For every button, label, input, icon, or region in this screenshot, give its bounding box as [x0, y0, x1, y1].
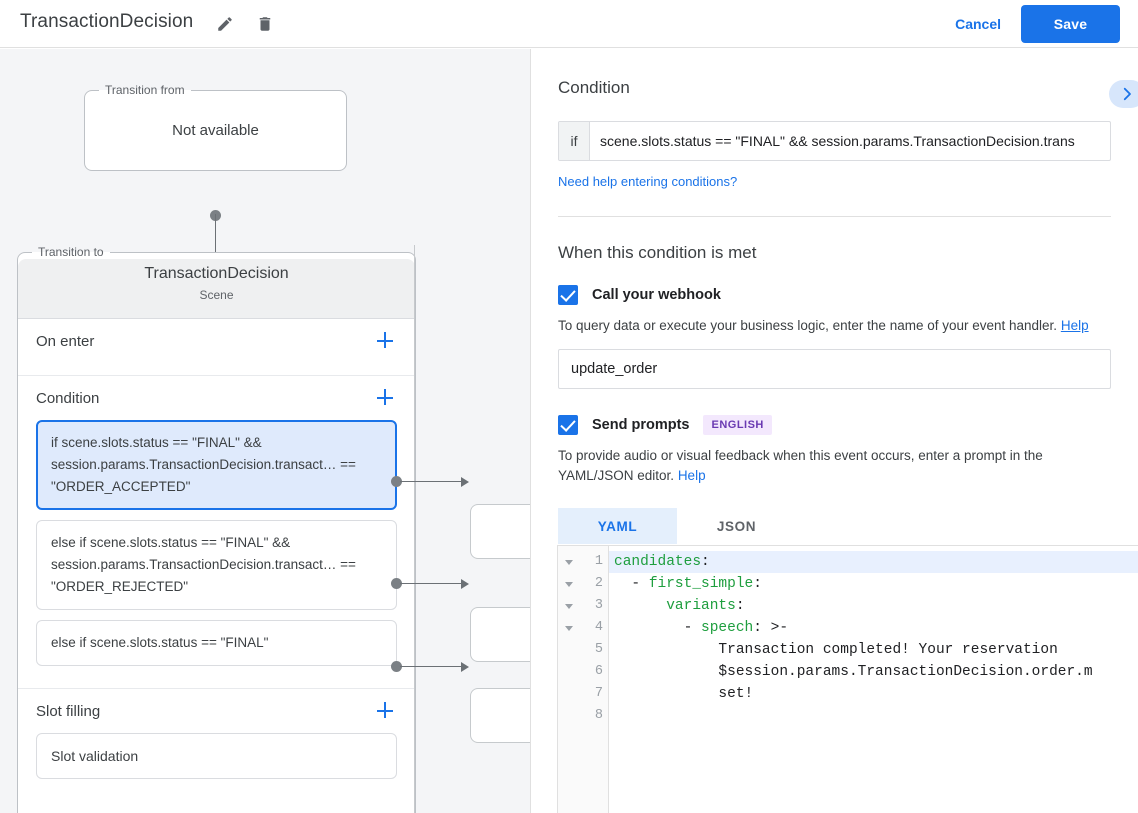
webhook-hint: To query data or execute your business l… — [558, 316, 1111, 336]
fold-toggle-icon[interactable] — [558, 573, 579, 595]
slot-filling-label: Slot filling — [36, 702, 101, 720]
prompts-hint-text: To provide audio or visual feedback when… — [558, 448, 1043, 483]
prompts-help-link[interactable]: Help — [677, 468, 706, 483]
webhook-hint-text: To query data or execute your business l… — [558, 318, 1058, 333]
language-badge: ENGLISH — [703, 415, 772, 435]
condition-help-link[interactable]: Need help entering conditions? — [558, 174, 738, 189]
transition-from-value: Not available — [172, 121, 259, 139]
when-met-heading: When this condition is met — [558, 243, 757, 262]
code-line[interactable]: - speech: >- — [614, 620, 789, 636]
condition-label: Condition — [36, 389, 100, 407]
prompts-hint: To provide audio or visual feedback when… — [558, 446, 1111, 486]
top-bar: TransactionDecision Cancel Save — [0, 0, 1138, 48]
section-condition: Condition if scene.slots.status == "FINA… — [18, 376, 415, 689]
line-number: 1 — [594, 554, 603, 569]
prompts-checkbox-row[interactable]: Send prompts ENGLISH — [558, 415, 1111, 435]
target-box[interactable] — [470, 688, 530, 743]
condition-heading: Condition — [558, 78, 630, 97]
cancel-button[interactable]: Cancel — [947, 12, 1009, 36]
connector-dot — [391, 578, 402, 589]
editor-line-numbers: 1 2 3 4 5 6 7 8 — [579, 546, 609, 813]
add-slot-filling-plus-icon[interactable] — [373, 699, 397, 723]
fold-toggle-icon[interactable] — [558, 595, 579, 617]
connector-line — [400, 666, 462, 667]
connector-arrow — [461, 477, 469, 487]
line-number: 6 — [594, 664, 603, 679]
fold-toggle-icon[interactable] — [558, 551, 579, 573]
connector-line — [400, 481, 462, 482]
webhook-help-link[interactable]: Help — [1060, 318, 1089, 333]
connector-line — [215, 214, 216, 266]
code-line[interactable]: - first_simple: — [614, 576, 762, 592]
editor-fold-gutter[interactable] — [558, 546, 579, 813]
connector-arrow — [461, 662, 469, 672]
condition-input-row[interactable]: if — [558, 121, 1111, 161]
condition-expression-input[interactable] — [590, 122, 1110, 160]
tab-yaml[interactable]: YAML — [558, 508, 677, 544]
code-line[interactable]: $session.params.TransactionDecision.orde… — [614, 664, 1093, 680]
line-number: 7 — [594, 686, 603, 701]
save-button[interactable]: Save — [1021, 5, 1120, 43]
tab-json[interactable]: JSON — [716, 518, 757, 534]
fold-toggle-icon — [558, 661, 579, 683]
chevron-right-icon[interactable] — [1109, 80, 1138, 108]
event-handler-input[interactable] — [558, 349, 1111, 389]
scene-name: TransactionDecision — [144, 265, 289, 282]
if-prefix-label: if — [559, 122, 590, 160]
on-enter-label: On enter — [36, 332, 95, 350]
fold-toggle-icon — [558, 639, 579, 661]
connector-dot — [391, 661, 402, 672]
scene-header: TransactionDecision Scene — [18, 259, 415, 319]
condition-card[interactable]: if scene.slots.status == "FINAL" && sess… — [36, 420, 397, 510]
condition-card[interactable]: else if scene.slots.status == "FINAL" &&… — [36, 520, 397, 610]
webhook-checkbox[interactable] — [558, 285, 578, 305]
code-line[interactable]: Transaction completed! Your reservation — [614, 642, 1058, 658]
connector-arrow — [461, 579, 469, 589]
connector-line — [400, 583, 462, 584]
transition-from-legend: Transition from — [105, 83, 185, 97]
target-box[interactable] — [470, 607, 530, 662]
editor-format-tabs: YAML JSON — [558, 508, 1111, 544]
details-panel: Condition if Need help entering conditio… — [530, 49, 1138, 813]
flow-canvas[interactable]: Transition from Not available Transition… — [0, 49, 530, 813]
code-line[interactable] — [609, 705, 1138, 727]
yaml-editor[interactable]: 1 2 3 4 5 6 7 8 candidates: - first_simple: var… — [557, 545, 1138, 813]
fold-toggle-icon — [558, 683, 579, 705]
slot-validation-card[interactable]: Slot validation — [36, 733, 397, 779]
transition-to-box: Transition to TransactionDecision Scene … — [17, 245, 416, 813]
page-title: TransactionDecision — [20, 11, 194, 32]
line-number: 2 — [594, 576, 603, 591]
section-on-enter: On enter — [18, 319, 415, 376]
when-condition-met-section: When this condition is met Call your web… — [531, 217, 1138, 544]
section-slot-filling: Slot filling Slot validation — [18, 689, 415, 791]
trash-icon[interactable] — [253, 12, 277, 36]
editor-code-area[interactable]: candidates: - first_simple: variants: - … — [609, 546, 1138, 813]
add-on-enter-plus-icon[interactable] — [373, 329, 397, 353]
code-line[interactable]: variants: — [666, 598, 745, 614]
target-box[interactable] — [470, 504, 530, 559]
line-number: 8 — [594, 708, 603, 723]
fold-toggle-icon — [558, 705, 579, 727]
line-number: 4 — [594, 620, 603, 635]
condition-card[interactable]: else if scene.slots.status == "FINAL" — [36, 620, 397, 666]
connector-dot — [391, 476, 402, 487]
send-prompts-label: Send prompts — [592, 417, 690, 433]
scene-type: Scene — [199, 288, 234, 302]
line-number: 5 — [594, 642, 603, 657]
section-divider — [558, 216, 1111, 217]
send-prompts-checkbox[interactable] — [558, 415, 578, 435]
webhook-label: Call your webhook — [592, 287, 721, 303]
code-line[interactable]: candidates: — [609, 551, 1138, 573]
transition-to-legend: Transition to — [38, 245, 104, 259]
webhook-checkbox-row[interactable]: Call your webhook — [558, 285, 1111, 305]
line-number: 3 — [594, 598, 603, 613]
fold-toggle-icon[interactable] — [558, 617, 579, 639]
connector-trunk — [414, 245, 415, 813]
pencil-icon[interactable] — [213, 12, 237, 36]
condition-section: Condition if Need help entering conditio… — [531, 49, 1138, 217]
add-condition-plus-icon[interactable] — [373, 386, 397, 410]
transition-from-box: Transition from Not available — [84, 83, 347, 171]
code-line[interactable]: set! — [614, 686, 754, 702]
